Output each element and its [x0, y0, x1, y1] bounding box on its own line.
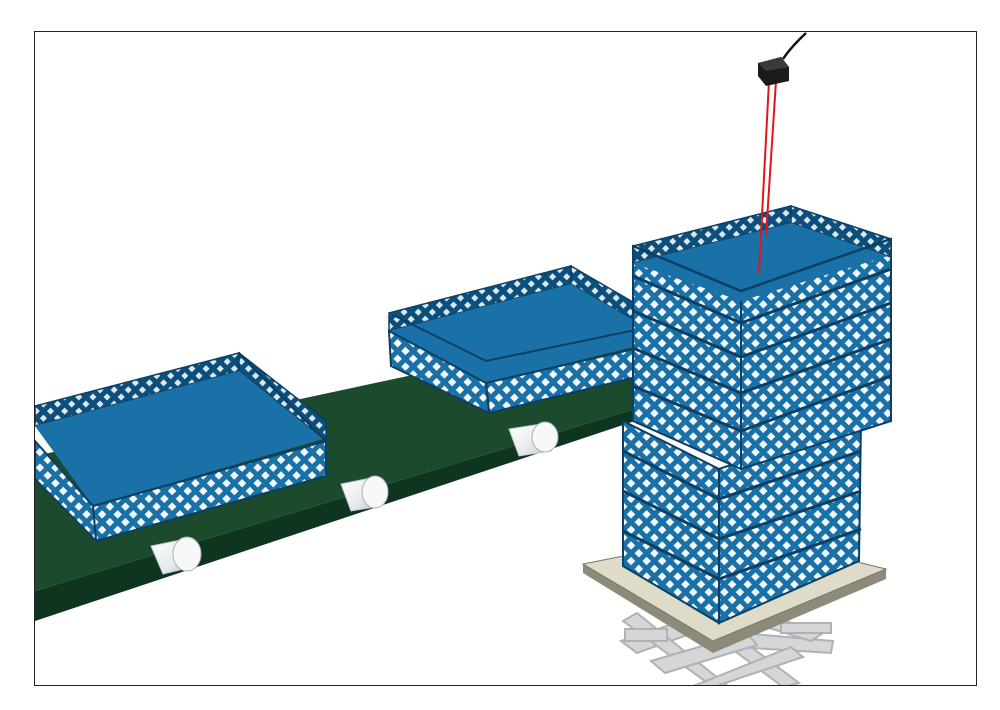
- palletizer-scene: [35, 32, 892, 685]
- roller: [508, 421, 559, 457]
- laser-beam: [765, 80, 777, 237]
- crate-left-wall: [387, 329, 491, 415]
- conveyor-crate-1: [35, 351, 328, 544]
- crate-left-wall: [35, 439, 98, 544]
- laser-beam: [758, 80, 770, 274]
- sensor-cable: [781, 32, 807, 60]
- stack-rim-lines: [622, 267, 892, 581]
- roller: [340, 475, 389, 512]
- scene-viewport: [34, 31, 977, 686]
- top-crate-right-inner: [790, 204, 892, 259]
- crate-floor: [389, 284, 666, 383]
- pallet-side: [583, 564, 886, 653]
- crate-floor: [35, 371, 323, 506]
- roller: [150, 536, 202, 575]
- crate-stack: [622, 204, 892, 625]
- laser-sensor: [758, 32, 807, 274]
